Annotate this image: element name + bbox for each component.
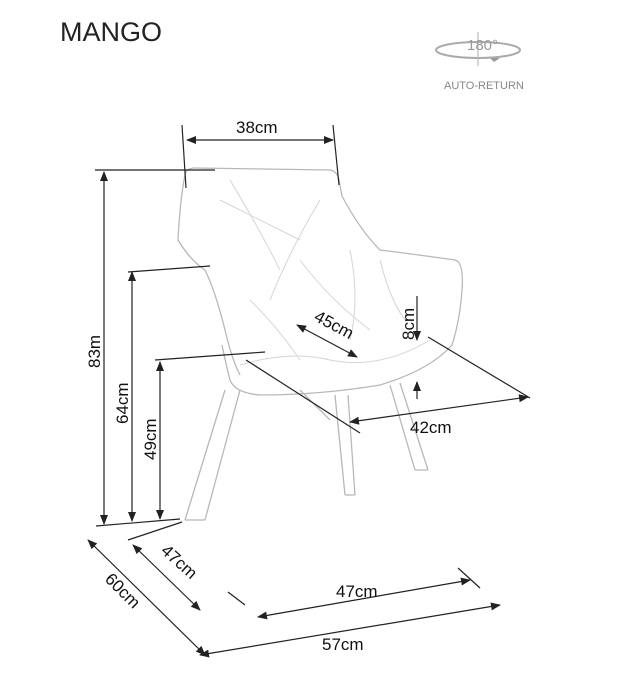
seat-height-label: 49cm: [141, 418, 160, 460]
dimension-seat-thickness: 8cm: [399, 296, 421, 399]
dimension-leg-width: 47cm: [227, 567, 481, 620]
rotation-icon: 180° AUTO-RETURN: [435, 32, 524, 92]
dimension-total-width: 57cm: [199, 602, 501, 658]
leg-depth-label: 47cm: [157, 541, 201, 583]
armrest-height-label: 64cm: [113, 382, 132, 424]
total-height-label: 83m: [85, 335, 104, 368]
seat-width-label: 42cm: [410, 418, 452, 437]
backrest-width-label: 38cm: [236, 118, 278, 137]
leg-width-label: 47cm: [336, 582, 378, 601]
total-depth-label: 60cm: [101, 569, 144, 612]
seat-thickness-label: 8cm: [399, 308, 418, 340]
dimension-seat-depth: 45cm: [296, 307, 358, 358]
auto-return-label: AUTO-RETURN: [444, 80, 524, 92]
total-width-label: 57cm: [322, 635, 364, 654]
product-title: MANGO: [60, 17, 162, 47]
dimension-seat-height: 49cm: [141, 351, 266, 520]
dimension-seat-width: 42cm: [245, 336, 531, 437]
dimension-backrest-width: 38cm: [181, 118, 340, 189]
chair-sketch: [177, 167, 463, 521]
seat-depth-label: 45cm: [311, 307, 357, 343]
dimension-armrest-height: 64cm: [113, 265, 211, 522]
dimension-total-height: 83m: [85, 169, 215, 527]
rotation-degrees: 180°: [467, 37, 498, 54]
